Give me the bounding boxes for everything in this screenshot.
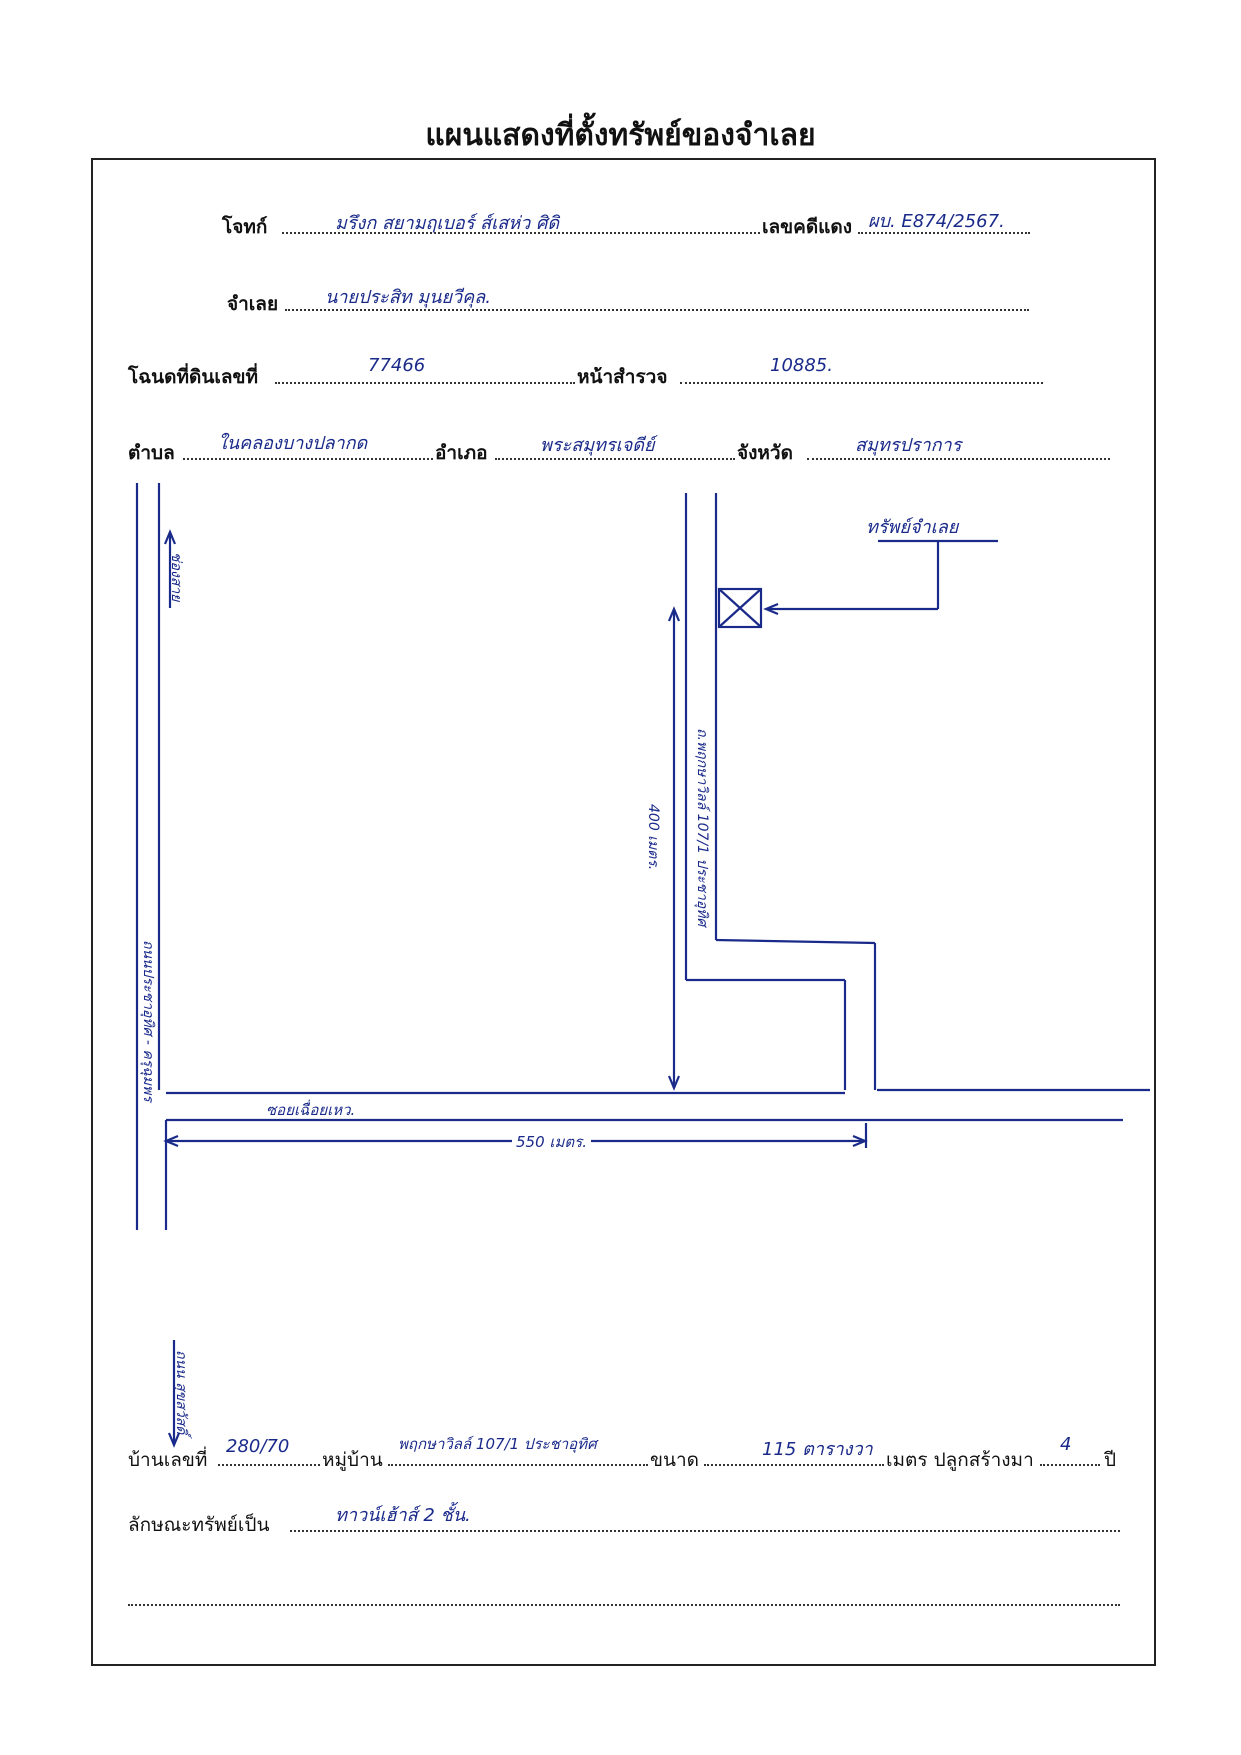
main-road-label: ถนนประชาอุทิศ - ครุฉุมพร (140, 940, 156, 1102)
subdistrict-label: ตำบล (128, 442, 175, 464)
village-line (388, 1464, 648, 1466)
defendant-label: จำเลย (227, 293, 279, 315)
province-line (807, 458, 1110, 460)
province-label: จังหวัด (737, 442, 793, 464)
subdistrict-line (183, 458, 433, 460)
plaintiff-value: มรึงก สยามฤเบอร์ ส์เสห่ว ศิดิ (335, 213, 560, 234)
target-marker (717, 587, 763, 629)
page-title: แผนแสดงที่ตั้งทรัพย์ของจำเลย (425, 118, 816, 153)
district-label: อำเภอ (435, 442, 488, 464)
deed-line (275, 382, 575, 384)
size-label: ขนาด (650, 1449, 699, 1471)
distance-horizontal-label: 550 เมตร. (512, 1130, 591, 1154)
survey-line (680, 382, 1043, 384)
year-label: ปี (1104, 1449, 1117, 1471)
deed-value: 77466 (368, 355, 426, 376)
red-case-line (858, 232, 1030, 234)
survey-value: 10885. (770, 355, 833, 376)
house-no-line (218, 1464, 320, 1466)
north-road-label: ช่องสาย (168, 552, 184, 602)
red-case-label: เลขคดีแดง (762, 216, 853, 238)
unit-built-label: เมตร ปลูกสร้างมา (886, 1449, 1034, 1471)
years-value: 4 (1060, 1434, 1072, 1455)
house-no-value: 280/70 (226, 1436, 290, 1457)
property-type-value: ทาวน์เฮ้าส์ 2 ชั้น. (335, 1505, 471, 1526)
callout-arrow-head (763, 602, 779, 616)
deed-label: โฉนดที่ดินเลขที่ (128, 366, 258, 388)
form-frame (91, 158, 1156, 1666)
years-line (1040, 1464, 1100, 1466)
defendant-value: นายประสิท มุนยวีคุล. (325, 287, 491, 308)
property-type-label: ลักษณะทรัพย์เป็น (128, 1514, 270, 1536)
subdistrict-value: ในคลองบางปลากด (218, 433, 368, 454)
village-road-label: ถ.พฤกษาวิลล์ 107/1 ประชาอุทิศ (694, 728, 710, 927)
extra-line (128, 1604, 1120, 1606)
defendant-line (285, 309, 1029, 311)
house-no-label: บ้านเลขที่ (128, 1449, 208, 1471)
property-type-line (290, 1530, 1120, 1532)
survey-label: หน้าสำรวจ (577, 366, 668, 388)
village-road-turn-top (715, 938, 876, 945)
district-value: พระสมุทรเจดีย์ (540, 435, 655, 456)
target-label: ทรัพย์จำเลย (866, 517, 959, 538)
plaintiff-label: โจทก์ (222, 216, 268, 238)
size-value: 115 ตารางวา (762, 1439, 873, 1460)
south-road-label: ถนน สุขสวัสดิ์ (173, 1350, 189, 1435)
size-line (704, 1464, 884, 1466)
red-case-value: ผบ. E874/2567. (868, 211, 1005, 232)
village-value: พฤกษาวิลล์ 107/1 ประชาอุทิศ (398, 1435, 597, 1453)
village-label: หมู่บ้าน (322, 1449, 383, 1471)
province-value: สมุทรปราการ (855, 435, 962, 456)
district-line (495, 458, 735, 460)
plaintiff-line (282, 232, 760, 234)
distance-vertical-label: 400 เมตร. (642, 800, 664, 875)
soi-label: ซอยเฉื่อยเหว. (266, 1101, 356, 1119)
